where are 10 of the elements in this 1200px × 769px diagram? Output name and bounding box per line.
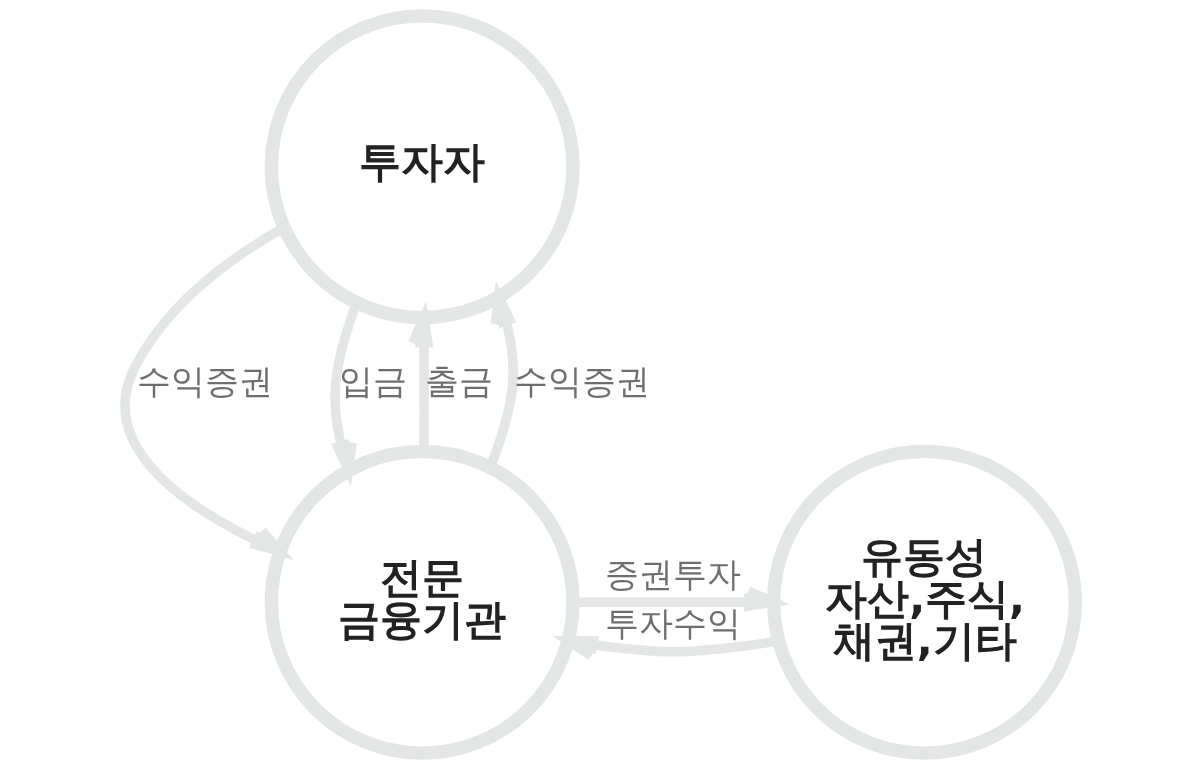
edge-label: 입금 — [339, 360, 408, 401]
node-circle: 전문 금융기관 — [264, 444, 580, 760]
edge-label: 투자수익 — [605, 603, 742, 644]
edge-label: 증권투자 — [605, 553, 742, 594]
edge-label: 출금 — [425, 360, 494, 401]
edge-label: 수익증권 — [513, 360, 650, 401]
edge-label: 수익증권 — [137, 360, 274, 401]
arrow — [120, 223, 295, 561]
node-circle: 유동성 자산,주식, 채권,기타 — [766, 444, 1083, 760]
node-circle: 투자자 — [264, 9, 580, 325]
